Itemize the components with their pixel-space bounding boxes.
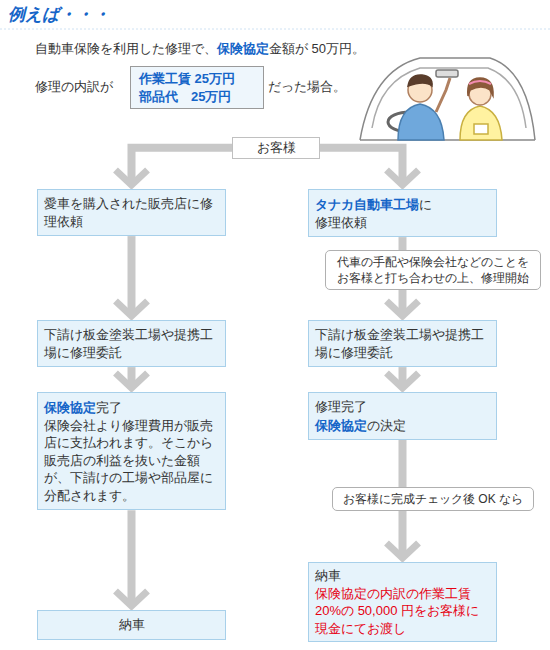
node-text: 作業工賃 25万円 xyxy=(139,70,255,88)
process-box: 修理完了保険協定の決定 xyxy=(308,392,497,440)
flow-arrow xyxy=(387,367,419,388)
intro-line: 自動車保険を利用した修理で、保険協定金額が 50万円。 xyxy=(35,40,365,58)
node-text: 納車 xyxy=(44,616,219,634)
mirror xyxy=(436,70,458,77)
node-text: 保険協定 xyxy=(315,418,367,433)
node-text: 完了 xyxy=(96,400,122,415)
node-text: 下請け板金塗装工場や提携工場に修理委託 xyxy=(44,326,219,361)
note-text: 金額が 50万円。 xyxy=(269,40,365,58)
arrow-head xyxy=(116,373,148,388)
process-box: 愛車を購入された販売店に修理依頼 xyxy=(37,189,226,236)
node-text: 保険会社より修理費用が販売店に支払われます。そこから販売店の利益を抜いた金額が、… xyxy=(44,417,219,505)
arrow-head xyxy=(116,301,148,316)
node-text: 保険協定 xyxy=(44,400,96,415)
dashboard xyxy=(360,139,535,141)
process-box: 下請け板金塗装工場や提携工場に修理委託 xyxy=(37,320,226,367)
note-text: 修理の内訳が xyxy=(35,78,113,96)
node-text: 部品代 25万円 xyxy=(139,88,255,106)
arrow-head xyxy=(387,170,419,185)
passenger xyxy=(460,78,502,140)
node-text: タナカ自動車工場 xyxy=(315,197,419,212)
node-text: 保険協定の内訳の作業工賃20%の 50,000 円をお客様に現金にてお渡し xyxy=(315,585,490,638)
title: 例えば・・・ xyxy=(8,4,110,27)
edge-note: お客様に完成チェック後 OK なら xyxy=(332,487,534,511)
flow-arrow xyxy=(116,510,148,606)
note-text: 自動車保険を利用した修理で、 xyxy=(35,40,217,58)
flow-arrow xyxy=(320,148,419,185)
car-illustration xyxy=(360,58,535,140)
title-rule xyxy=(0,29,550,30)
note-text: 保険協定 xyxy=(217,40,269,58)
driver xyxy=(398,75,450,140)
car-roof xyxy=(360,58,535,140)
arrow-shaft xyxy=(132,148,233,183)
breakdown-box: 作業工賃 25万円部品代 25万円 xyxy=(130,66,264,109)
arrow-head xyxy=(387,373,419,388)
node-text: 納車 xyxy=(315,567,490,585)
process-box: 保険協定完了保険会社より修理費用が販売店に支払われます。そこから販売店の利益を抜… xyxy=(37,392,226,510)
node-text: に xyxy=(419,197,432,212)
flow-arrow xyxy=(116,367,148,388)
node-text: 修理依頼 xyxy=(315,214,490,232)
windshield xyxy=(372,68,526,128)
arrow-head xyxy=(116,170,148,185)
arrow-head xyxy=(387,301,419,316)
node-text: 修理完了 xyxy=(315,398,490,416)
start-box: お客様 xyxy=(232,137,320,159)
note-text: だった場合。 xyxy=(268,78,346,96)
process-box: タナカ自動車工場に修理依頼 xyxy=(308,189,497,237)
process-box: 納車保険協定の内訳の作業工賃20%の 50,000 円をお客様に現金にてお渡し xyxy=(308,562,497,642)
arrow-head xyxy=(387,543,419,558)
node-text: 下請け板金塗装工場や提携工場に修理委託 xyxy=(315,326,490,361)
node-text: お客様 xyxy=(237,139,315,157)
arrow-shaft xyxy=(128,236,136,314)
node-text: 愛車を購入された販売店に修理依頼 xyxy=(44,195,219,230)
flow-arrow xyxy=(116,236,148,316)
edge-note: 代車の手配や保険会社などのことをお客様と打ち合わせの上、修理開始 xyxy=(325,250,541,290)
arrow-shaft xyxy=(128,510,136,604)
process-box: 下請け板金塗装工場や提携工場に修理委託 xyxy=(308,320,497,367)
process-box: 納車 xyxy=(37,610,226,640)
arrow-head xyxy=(116,591,148,606)
flow-arrow xyxy=(116,148,233,185)
node-text: の決定 xyxy=(367,418,406,433)
